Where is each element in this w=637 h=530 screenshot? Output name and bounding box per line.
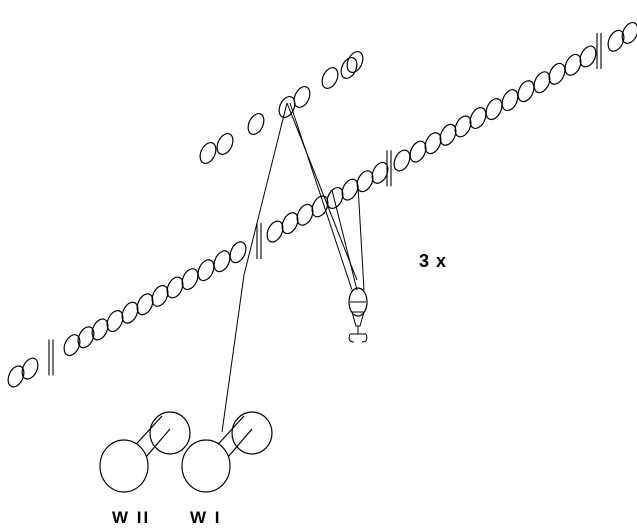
thread-1 (286, 102, 358, 281)
front-bead-17 (296, 203, 314, 226)
front-bead-30 (501, 89, 519, 112)
thread-4 (331, 189, 358, 291)
weight-1-label: W I (190, 508, 222, 527)
front-bead-26 (439, 123, 457, 146)
front-bead-row (7, 22, 637, 388)
front-bead-22 (371, 161, 389, 184)
front-bead-29 (485, 98, 503, 121)
back-bead-5 (293, 86, 311, 108)
back-bead-3 (247, 113, 265, 135)
front-bead-14 (229, 241, 247, 264)
front-bead-10 (166, 276, 184, 299)
front-bead-34 (564, 53, 582, 76)
front-bead-8 (136, 293, 154, 316)
front-bead-3 (63, 334, 81, 357)
front-bead-4 (77, 326, 95, 349)
front-bead-23 (393, 149, 411, 172)
thread-6 (289, 102, 353, 291)
front-bead-28 (469, 107, 487, 130)
front-bead-37 (621, 22, 637, 44)
front-bead-33 (548, 62, 566, 85)
threads (221, 102, 365, 433)
front-bead-11 (181, 268, 199, 291)
front-bead-31 (517, 80, 535, 103)
front-bead-12 (197, 259, 215, 282)
bobbin-hook (348, 326, 368, 343)
front-bead-7 (121, 301, 139, 324)
front-bead-32 (533, 71, 551, 94)
front-bead-15 (266, 220, 284, 243)
weight-1-back-disc (231, 411, 273, 455)
back-bead-row (199, 51, 364, 164)
back-bead-1 (199, 142, 217, 164)
repeat-count-label: 3 x (419, 251, 448, 271)
front-bead-36 (607, 29, 625, 52)
front-bead-9 (151, 284, 169, 307)
front-bead-1 (7, 365, 25, 388)
back-bead-2 (216, 133, 234, 155)
weights (99, 411, 273, 493)
thread-5 (357, 185, 365, 291)
front-bead-6 (106, 310, 124, 333)
weight-2 (99, 411, 191, 493)
back-bead-4 (278, 96, 296, 118)
front-bead-35 (579, 45, 597, 68)
front-bead-27 (454, 115, 472, 138)
back-bead-6 (321, 67, 339, 89)
front-bead-18 (311, 195, 329, 218)
front-bead-13 (213, 250, 231, 273)
back-bead-8 (346, 51, 364, 73)
bead-dividers (48, 32, 602, 376)
thread-3 (221, 274, 245, 433)
weight-1 (181, 411, 273, 493)
weight-2-label: W II (112, 508, 151, 527)
front-bead-2 (21, 357, 39, 380)
front-bead-21 (356, 170, 374, 193)
bobbin (348, 287, 368, 343)
front-bead-25 (424, 132, 442, 155)
front-bead-20 (341, 178, 359, 201)
front-bead-16 (281, 212, 299, 235)
bobbin-body (348, 287, 368, 317)
weight-2-front-disc (99, 439, 149, 493)
bobbin-shank (350, 301, 366, 327)
weight-2-back-disc (149, 411, 191, 455)
thread-2 (243, 102, 288, 276)
front-bead-19 (326, 187, 344, 210)
front-bead-24 (409, 140, 427, 163)
front-bead-5 (91, 318, 109, 341)
weight-1-front-disc (181, 439, 231, 493)
